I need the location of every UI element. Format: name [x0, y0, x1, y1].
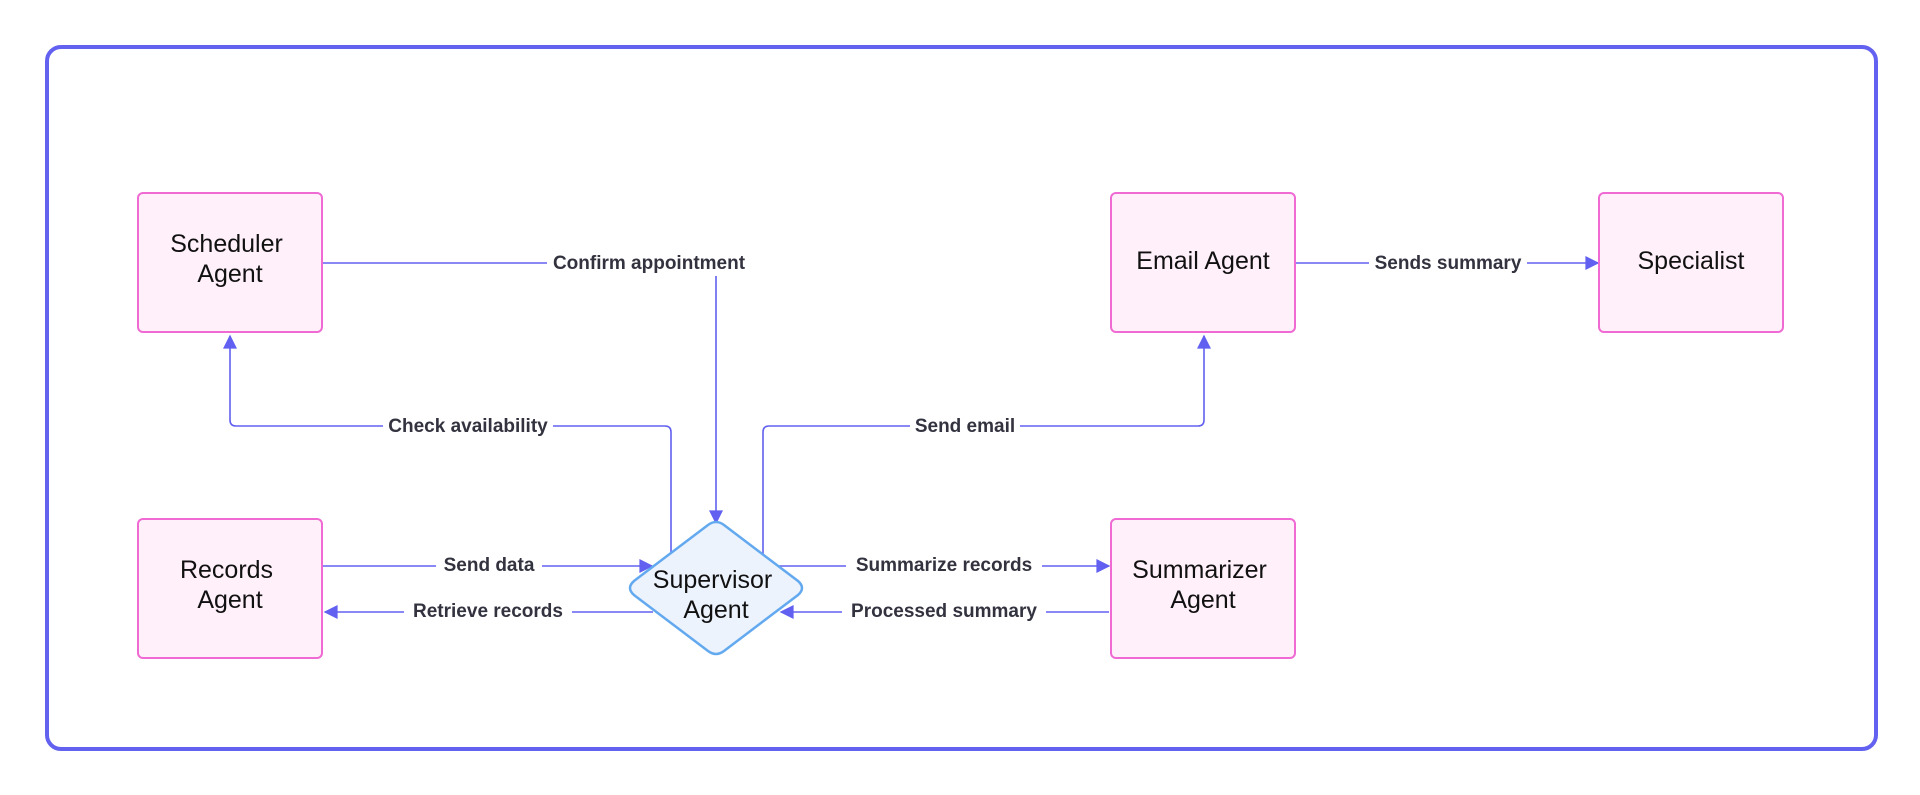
- edge-summarize-records[interactable]: Summarize records: [779, 550, 1111, 578]
- records-agent-line1: Records: [180, 556, 273, 584]
- edge-sends-summary[interactable]: Sends summary: [1296, 248, 1600, 276]
- email-agent-line1: Email Agent: [1136, 247, 1269, 275]
- node-summarizer-agent[interactable]: Summarizer Agent: [1110, 518, 1296, 659]
- svg-text:Specialist: Specialist: [1638, 247, 1745, 275]
- records-agent-line2: Agent: [197, 586, 262, 614]
- svg-text:Summarizer Agent: Summarizer Agent: [1132, 556, 1274, 614]
- edge-label-retrieve-records: Retrieve records: [413, 601, 563, 622]
- edge-label-send-data: Send data: [444, 555, 535, 576]
- summarizer-agent-line2: Agent: [1170, 586, 1235, 614]
- supervisor-agent-line2: Agent: [683, 596, 748, 624]
- edge-confirm-appointment[interactable]: Confirm appointment: [323, 248, 751, 525]
- edge-processed-summary[interactable]: Processed summary: [779, 596, 1109, 624]
- supervisor-agent-line1: Supervisor: [653, 566, 773, 594]
- edge-send-data[interactable]: Send data: [323, 550, 654, 578]
- edge-label-send-email: Send email: [915, 416, 1015, 437]
- node-records-agent[interactable]: Records Agent: [137, 518, 323, 659]
- specialist-line1: Specialist: [1638, 247, 1745, 275]
- edge-retrieve-records[interactable]: Retrieve records: [323, 596, 653, 624]
- edge-check-availability[interactable]: Check availability: [223, 334, 672, 555]
- node-email-agent[interactable]: Email Agent: [1110, 192, 1296, 333]
- summarizer-agent-line1: Summarizer: [1132, 556, 1267, 584]
- scheduler-agent-line1: Scheduler: [170, 230, 283, 258]
- svg-text:Email Agent: Email Agent: [1136, 247, 1269, 275]
- svg-text:Supervisor Agent: Supervisor Agent: [653, 566, 779, 624]
- scheduler-agent-line2: Agent: [197, 260, 262, 288]
- node-scheduler-agent[interactable]: Scheduler Agent: [137, 192, 323, 333]
- edge-label-summarize-records: Summarize records: [856, 555, 1032, 576]
- diagram-frame: [45, 45, 1878, 751]
- svg-text:Scheduler Agent: Scheduler Agent: [170, 230, 290, 288]
- svg-text:Records Agent: Records Agent: [180, 556, 280, 614]
- edge-label-confirm-appointment: Confirm appointment: [553, 253, 746, 274]
- edge-label-processed-summary: Processed summary: [851, 601, 1037, 622]
- node-supervisor-agent[interactable]: Supervisor Agent: [628, 520, 804, 656]
- edge-label-sends-summary: Sends summary: [1375, 253, 1522, 274]
- edge-send-email[interactable]: Send email: [762, 334, 1211, 555]
- edge-label-check-availability: Check availability: [388, 416, 548, 437]
- node-specialist[interactable]: Specialist: [1598, 192, 1784, 333]
